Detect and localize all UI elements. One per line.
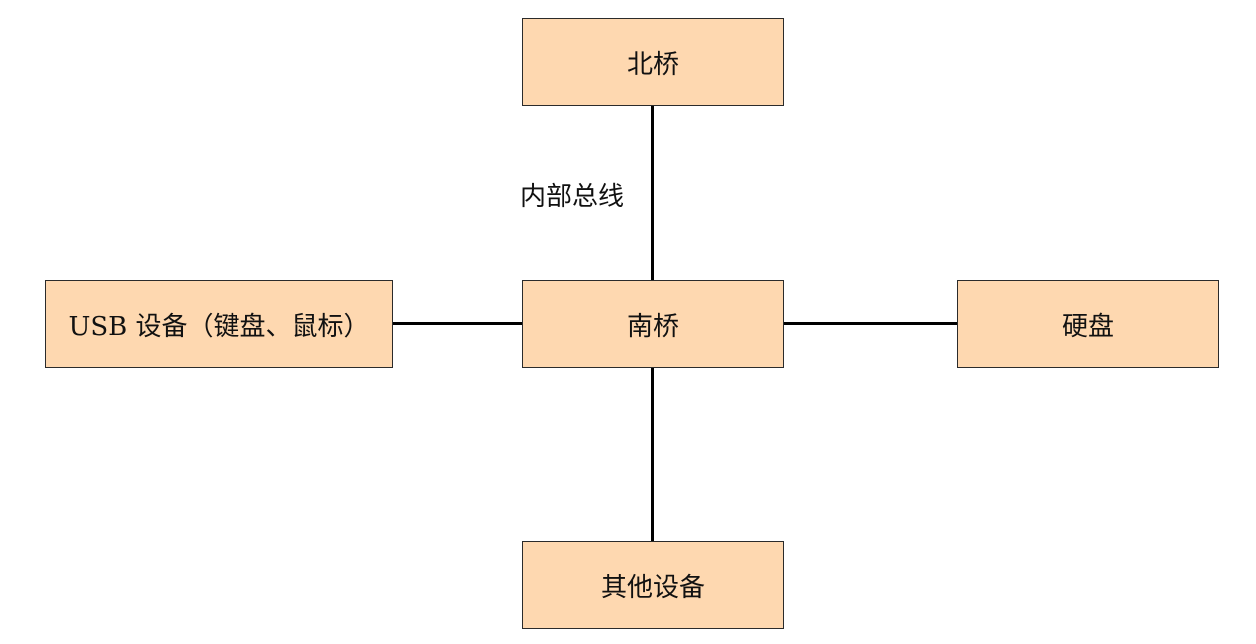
- north-bridge-label: 北桥: [626, 49, 679, 80]
- hard-disk-node: 硬盘: [957, 280, 1219, 368]
- usb-devices-node: USB 设备（键盘、鼠标）: [45, 280, 393, 368]
- south-bridge-node: 南桥: [522, 280, 784, 368]
- hard-disk-label: 硬盘: [1061, 311, 1114, 342]
- south-bridge-label: 南桥: [626, 311, 679, 342]
- internal-bus-connector: [651, 106, 654, 280]
- other-devices-label: 其他设备: [600, 572, 705, 603]
- internal-bus-label: 内部总线: [520, 182, 625, 212]
- north-bridge-node: 北桥: [522, 18, 784, 106]
- hard-disk-connector: [784, 322, 957, 325]
- usb-devices-label: USB 设备（键盘、鼠标）: [68, 311, 370, 342]
- other-devices-node: 其他设备: [522, 541, 784, 629]
- other-devices-connector: [651, 368, 654, 541]
- usb-connector: [393, 322, 522, 325]
